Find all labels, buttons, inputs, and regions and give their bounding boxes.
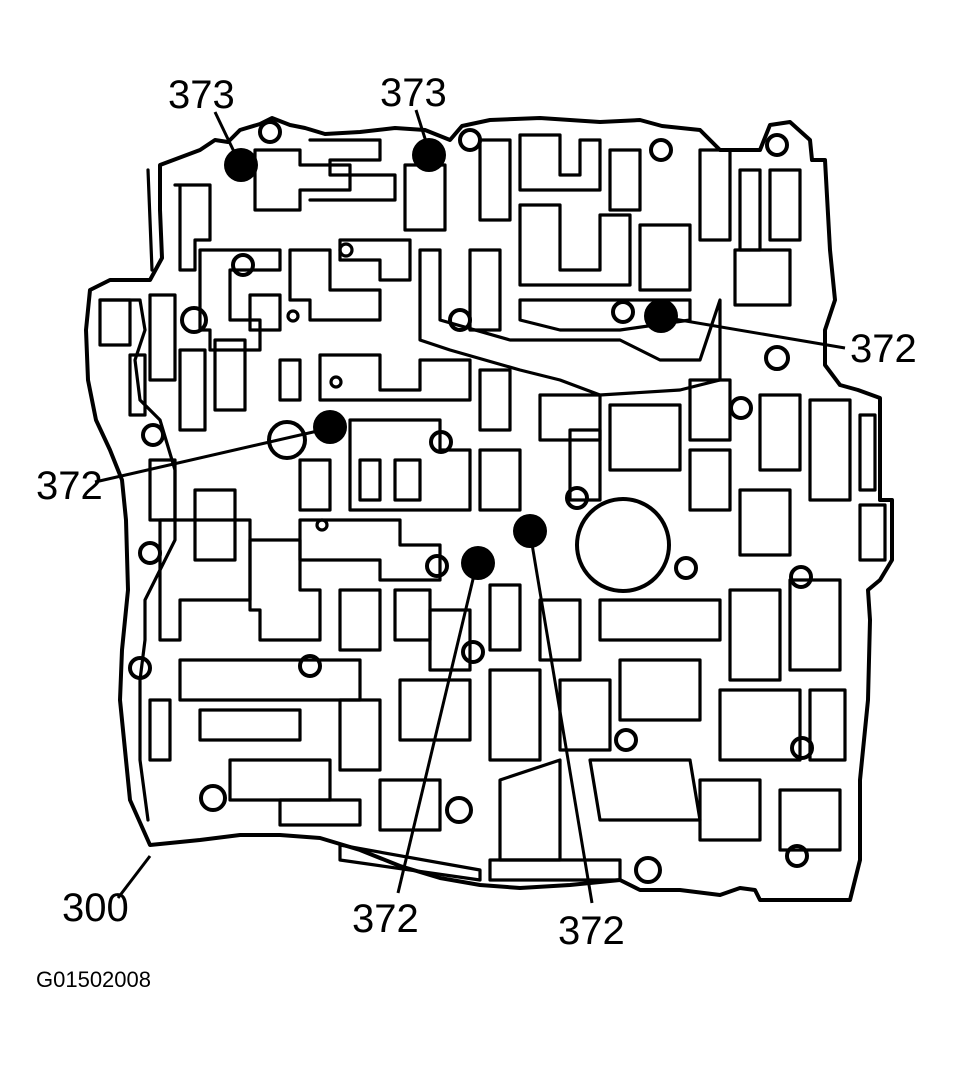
check-ball-372-3 xyxy=(313,410,347,444)
figure-id: G01502008 xyxy=(36,967,151,992)
leader-line-0 xyxy=(213,111,240,161)
accumulator-bore xyxy=(575,497,671,593)
leader-line-2 xyxy=(667,316,846,350)
leader-line-5 xyxy=(529,537,594,904)
leader-line-3 xyxy=(94,428,323,484)
leader-line-4 xyxy=(396,574,476,894)
bolt-holes xyxy=(128,120,814,884)
leader-line-1 xyxy=(414,109,430,149)
callout-300: 300 xyxy=(62,886,129,930)
check-ball-373-0 xyxy=(224,148,258,182)
callout-372-left: 372 xyxy=(36,464,103,508)
check-ball-372-2 xyxy=(644,299,678,333)
check-ball-372-5 xyxy=(513,514,547,548)
callout-373-right: 373 xyxy=(380,71,447,115)
callout-372-bottom-right: 372 xyxy=(558,909,625,953)
fluid-passages xyxy=(98,133,887,882)
callout-372-bottom-left: 372 xyxy=(352,897,419,941)
leader-lines xyxy=(94,109,846,904)
check-balls xyxy=(224,138,678,580)
check-ball-372-4 xyxy=(461,546,495,580)
check-ball-373-1 xyxy=(412,138,446,172)
callout-372-right: 372 xyxy=(850,327,917,371)
callout-373-left: 373 xyxy=(168,73,235,117)
leader-line-6 xyxy=(116,855,152,899)
